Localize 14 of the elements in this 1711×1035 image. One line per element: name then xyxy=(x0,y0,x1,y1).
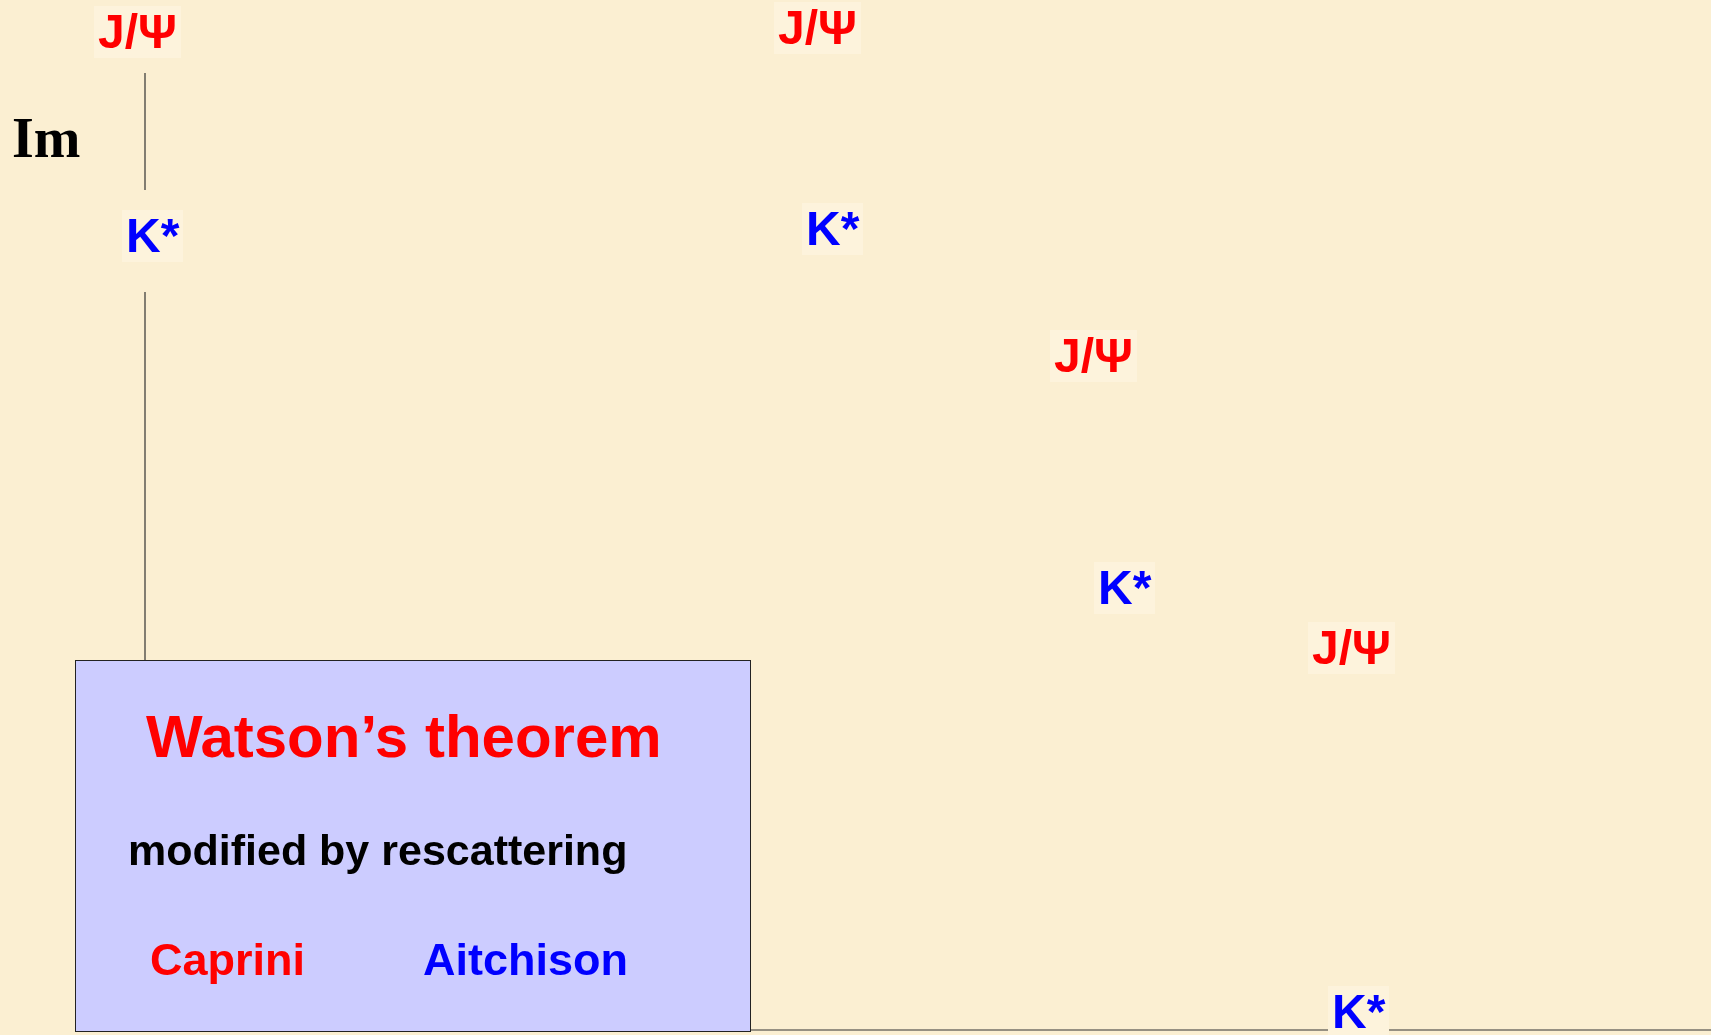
author-name: Aitchison xyxy=(423,937,628,982)
box-subtitle: modified by rescattering xyxy=(128,829,628,872)
author-name: Caprini xyxy=(150,937,306,982)
box-heading: Watson’s theorem xyxy=(146,707,662,767)
text-box xyxy=(75,660,751,1032)
particle-label: K* xyxy=(1094,562,1156,614)
particle-label: J/Ψ xyxy=(1308,622,1395,674)
particle-label: J/Ψ xyxy=(1050,330,1137,382)
particle-label: K* xyxy=(122,210,184,262)
particle-label: J/Ψ xyxy=(94,6,181,58)
particle-label: J/Ψ xyxy=(774,2,861,54)
axis-label: Im xyxy=(11,108,82,168)
particle-label: K* xyxy=(1328,986,1390,1035)
particle-label: K* xyxy=(802,203,864,255)
